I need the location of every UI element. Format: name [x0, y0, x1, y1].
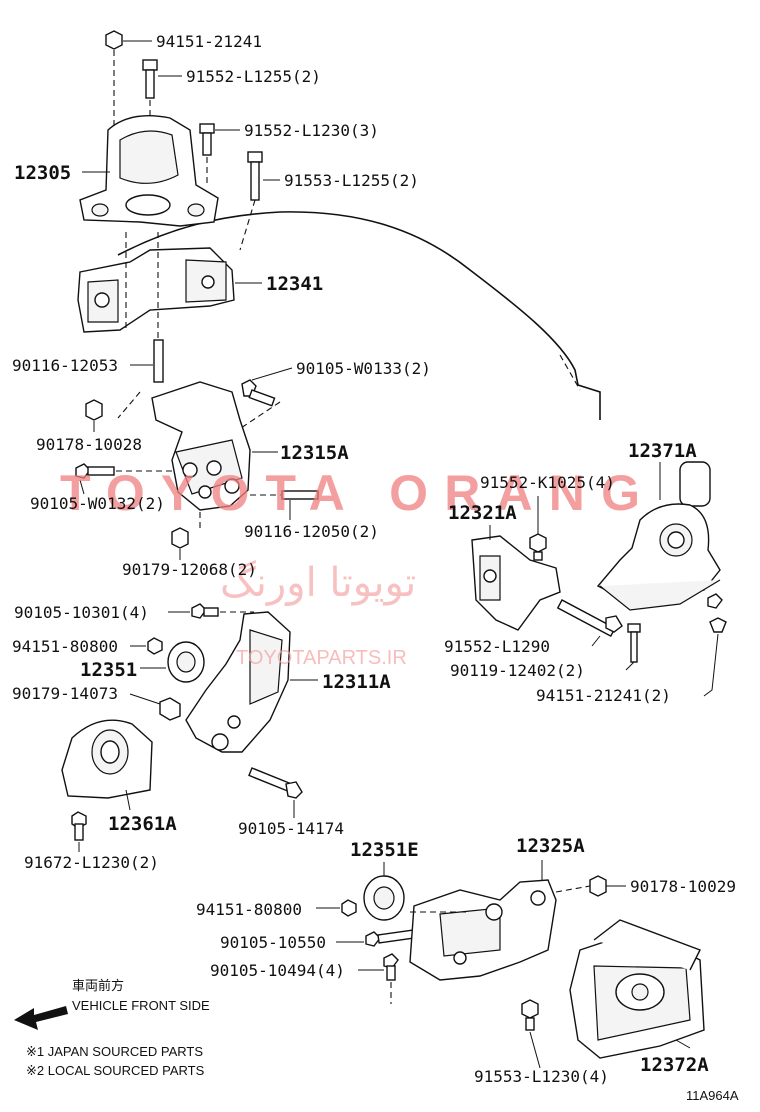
label-12351[interactable]: 12351 — [80, 659, 137, 681]
label-91553-L1230[interactable]: 91553-L1230(4) — [474, 1067, 609, 1086]
dash-10029 — [555, 885, 591, 893]
figure-code: 11A964A — [686, 1088, 739, 1103]
label-90116-12050[interactable]: 90116-12050(2) — [244, 522, 379, 541]
bolt-91672-L1230[interactable] — [71, 811, 87, 852]
bolt-90105-10301[interactable] — [168, 603, 219, 619]
bracket-12315A[interactable] — [151, 381, 278, 511]
bracket-12321A[interactable] — [471, 525, 561, 631]
label-90119-12402[interactable]: 90119-12402(2) — [450, 661, 585, 680]
label-94151-80800-a[interactable]: 94151-80800 — [12, 637, 118, 656]
bracket-12311A[interactable] — [185, 611, 318, 753]
label-90178-10028[interactable]: 90178-10028 — [36, 435, 142, 454]
label-12315A[interactable]: 12315A — [280, 442, 349, 464]
dash-12315A-left — [117, 391, 141, 419]
bolt-91552-L1290[interactable] — [556, 599, 623, 647]
upper-mount-12305[interactable] — [79, 115, 219, 227]
bolt-91552-L1230[interactable] — [199, 123, 240, 156]
dash-w0133 — [237, 401, 281, 431]
label-91552-L1255[interactable]: 91552-L1255(2) — [186, 67, 321, 86]
label-90179-12068[interactable]: 90179-12068(2) — [122, 560, 257, 579]
label-12311A[interactable]: 12311A — [322, 671, 391, 693]
mount-12371A[interactable] — [596, 461, 723, 611]
nut-94151-21241-b[interactable] — [703, 617, 727, 697]
legend-front-en: VEHICLE FRONT SIDE — [72, 998, 210, 1013]
nut-90178-10028[interactable] — [85, 399, 103, 432]
label-12325A[interactable]: 12325A — [516, 835, 585, 857]
label-90105-10550[interactable]: 90105-10550 — [220, 933, 326, 952]
label-91552-K1025[interactable]: 91552-K1025(4) — [480, 473, 615, 492]
label-12371A[interactable]: 12371A — [628, 440, 697, 462]
bolt-90105-W0132[interactable] — [75, 463, 115, 495]
bracket-12325A[interactable] — [409, 860, 557, 981]
mount-12372A[interactable] — [569, 919, 705, 1059]
watermark-site: TOYOTAPARTS.IR — [236, 647, 407, 669]
watermark-arabic: تويوتا اورنگ — [220, 560, 416, 606]
mount-12361A[interactable] — [61, 719, 153, 811]
label-90179-14073[interactable]: 90179-14073 — [12, 684, 118, 703]
label-94151-80800-b[interactable]: 94151-80800 — [196, 900, 302, 919]
label-94151-21241-b[interactable]: 94151-21241(2) — [536, 686, 671, 705]
legend-front-jp: 車両前方 — [72, 978, 124, 993]
bolt-90105-10494[interactable] — [358, 953, 399, 981]
label-90105-W0132[interactable]: 90105-W0132(2) — [30, 494, 165, 513]
label-12372A[interactable]: 12372A — [640, 1054, 709, 1076]
bolt-90105-W0133[interactable] — [241, 367, 293, 407]
label-91552-L1230[interactable]: 91552-L1230(3) — [244, 121, 379, 140]
label-12341[interactable]: 12341 — [266, 273, 323, 295]
nut-94151-80800-b[interactable] — [316, 899, 357, 917]
front-arrow-icon — [14, 1006, 68, 1030]
legend-note-2: ※2 LOCAL SOURCED PARTS — [26, 1063, 205, 1078]
label-90105-10494[interactable]: 90105-10494(4) — [210, 961, 345, 980]
bolt-90119-12402[interactable] — [625, 623, 641, 671]
label-90105-W0133[interactable]: 90105-W0133(2) — [296, 359, 431, 378]
label-91553-L1255[interactable]: 91553-L1255(2) — [284, 171, 419, 190]
bolt-91552-L1255[interactable] — [142, 59, 182, 99]
label-90105-10301[interactable]: 90105-10301(4) — [14, 603, 149, 622]
label-90116-12053[interactable]: 90116-12053 — [12, 356, 118, 375]
bolt-91553-L1255[interactable] — [247, 151, 280, 201]
bolt-91552-K1025[interactable] — [529, 496, 547, 561]
bushing-12351[interactable] — [140, 641, 205, 683]
label-12321A[interactable]: 12321A — [448, 502, 517, 524]
label-12361A[interactable]: 12361A — [108, 813, 177, 835]
label-90178-10029[interactable]: 90178-10029 — [630, 877, 736, 896]
dash-bolt-l1255b — [239, 199, 256, 251]
vehicle-front-legend: 車両前方 VEHICLE FRONT SIDE — [14, 978, 210, 1030]
bracket-12341[interactable] — [77, 247, 262, 333]
engine-outline-dash — [559, 354, 581, 391]
stud-90116-12053[interactable] — [130, 339, 164, 383]
bolt-91553-L1230[interactable] — [521, 999, 541, 1069]
nut-90179-12068[interactable] — [171, 527, 189, 560]
label-94151-21241[interactable]: 94151-21241 — [156, 32, 262, 51]
bushing-12351E[interactable] — [363, 862, 405, 921]
nut-94151-80800-a[interactable] — [130, 637, 163, 655]
label-91552-L1290[interactable]: 91552-L1290 — [444, 637, 550, 656]
label-91672-L1230[interactable]: 91672-L1230(2) — [24, 853, 159, 872]
bolt-90105-14174[interactable] — [248, 767, 303, 818]
nut-94151-21241[interactable] — [105, 30, 152, 50]
label-90105-14174[interactable]: 90105-14174 — [238, 819, 344, 838]
nut-90178-10029[interactable] — [589, 875, 626, 897]
label-12351E[interactable]: 12351E — [350, 839, 419, 861]
nut-90179-14073[interactable] — [129, 693, 181, 721]
label-12305[interactable]: 12305 — [14, 162, 71, 184]
legend-note-1: ※1 JAPAN SOURCED PARTS — [26, 1044, 203, 1059]
